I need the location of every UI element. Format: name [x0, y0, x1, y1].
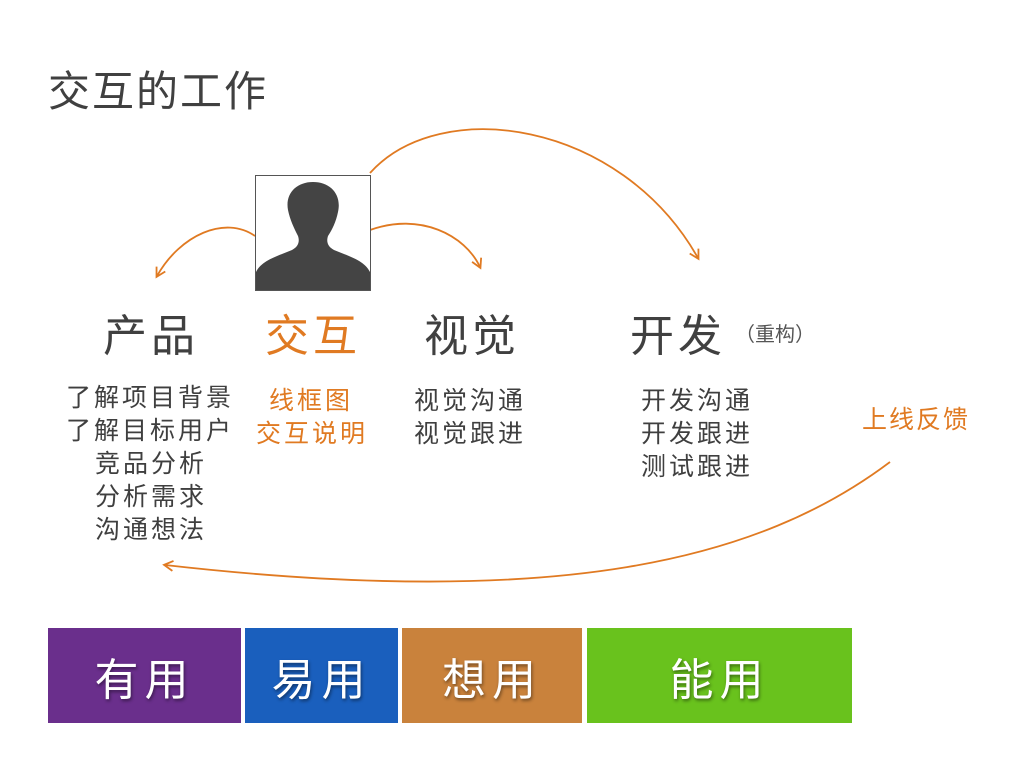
- list-item: 分析需求: [95, 482, 208, 511]
- list-item: 竞品分析: [95, 449, 208, 478]
- development-task-list: 开发沟通 开发跟进 测试跟进: [641, 384, 753, 483]
- stage-visual-label: 视觉: [424, 311, 520, 362]
- list-item: 测试跟进: [641, 452, 754, 481]
- person-silhouette-icon: [256, 182, 370, 290]
- stage-interaction-label: 交互: [265, 311, 361, 362]
- avatar: [255, 175, 371, 291]
- block-useful: 有用: [48, 628, 241, 723]
- feedback-label: 上线反馈: [862, 405, 971, 434]
- list-item: 线框图: [269, 386, 354, 415]
- arrow-to-product: [155, 226, 256, 279]
- block-capable: 能用: [587, 628, 852, 723]
- list-item: 视觉跟进: [414, 419, 527, 448]
- interaction-task-list: 线框图 交互说明: [256, 384, 368, 450]
- visual-task-list: 视觉沟通 视觉跟进: [414, 384, 526, 450]
- list-item: 了解目标用户: [66, 416, 235, 445]
- block-desirable: 想用: [402, 628, 582, 723]
- product-task-list: 了解项目背景 了解目标用户 竞品分析 分析需求 沟通想法: [66, 381, 234, 546]
- stage-product-label: 产品: [103, 311, 199, 362]
- arrow-feedback-to-product: [162, 461, 891, 583]
- arrow-to-visual: [369, 222, 483, 270]
- stage-development-label: 开发: [630, 311, 726, 362]
- list-item: 了解项目背景: [66, 383, 235, 412]
- list-item: 视觉沟通: [414, 386, 527, 415]
- list-item: 沟通想法: [95, 515, 208, 544]
- list-item: 交互说明: [256, 419, 369, 448]
- page-title: 交互的工作: [48, 67, 269, 116]
- stage-development-note: （重构）: [735, 322, 815, 346]
- block-usable: 易用: [245, 628, 398, 723]
- arrow-to-development: [369, 128, 700, 261]
- list-item: 开发跟进: [641, 419, 754, 448]
- list-item: 开发沟通: [641, 386, 754, 415]
